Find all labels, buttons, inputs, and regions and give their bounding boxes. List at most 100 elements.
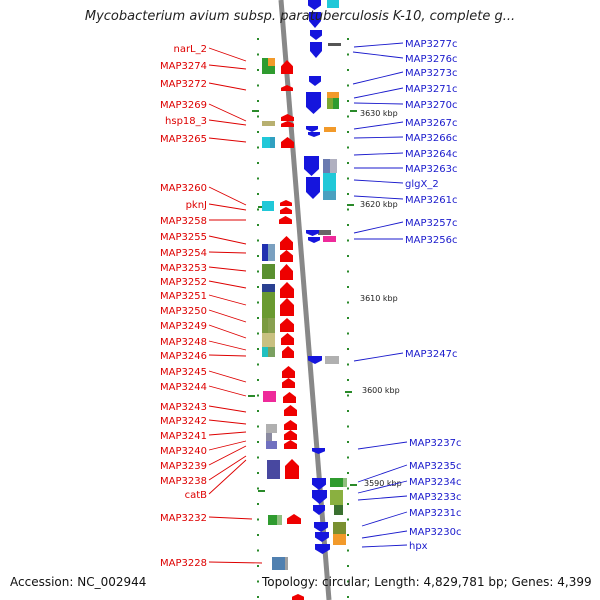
forward-gene-arrow: [282, 378, 295, 388]
track-dot: [257, 84, 259, 87]
gene-label-right: MAP3276c: [405, 54, 457, 65]
track-dot: [347, 317, 349, 319]
feature-box: [285, 557, 288, 570]
track-dot: [257, 410, 259, 412]
left-leader-line: [208, 516, 253, 520]
left-leader-line: [208, 137, 247, 143]
feature-box: [263, 391, 276, 402]
track-tick: [248, 395, 255, 397]
reverse-gene-arrow: [315, 532, 329, 542]
forward-gene-arrow: [280, 250, 293, 262]
track-dot: [347, 193, 349, 195]
feature-box: [266, 441, 277, 449]
track-dot: [347, 208, 349, 211]
feature-box: [324, 127, 336, 132]
reverse-gene-arrow: [315, 544, 330, 554]
track-tick: [345, 391, 352, 393]
track-dot: [257, 565, 259, 567]
track-dot: [257, 472, 259, 474]
gene-label-left: MAP3254: [160, 248, 207, 259]
accession-text: Accession: NC_002944: [10, 575, 147, 589]
track-dot: [257, 348, 259, 350]
feature-box: [323, 191, 336, 200]
track-dot: [347, 100, 349, 102]
feature-box: [272, 557, 285, 570]
feature-box: [267, 460, 280, 479]
forward-gene-arrow: [280, 207, 292, 214]
gene-label-right: MAP3263c: [405, 164, 457, 175]
forward-gene-arrow: [280, 200, 292, 206]
reverse-gene-arrow: [309, 12, 321, 28]
left-leader-line: [208, 103, 247, 122]
feature-box: [268, 515, 277, 525]
gene-label-right: MAP3264c: [405, 149, 457, 160]
feature-box: [328, 43, 341, 46]
forward-gene-arrow: [282, 346, 294, 358]
forward-gene-arrow: [280, 236, 293, 250]
gene-label-left: MAP3238: [160, 476, 207, 487]
left-leader-line: [208, 280, 247, 289]
forward-gene-arrow: [280, 298, 294, 316]
gene-label-left: MAP3248: [160, 337, 207, 348]
gene-label-left: MAP3253: [160, 263, 207, 274]
right-leader-line: [353, 136, 404, 139]
gene-label-left: MAP3252: [160, 277, 207, 288]
left-leader-line: [208, 82, 247, 91]
feature-box: [262, 244, 268, 261]
scale-label: 3590 kbp: [364, 479, 402, 488]
feature-box: [327, 92, 333, 109]
track-dot: [257, 177, 259, 180]
track-dot: [257, 146, 259, 149]
feature-box: [262, 58, 268, 74]
track-dot: [347, 472, 349, 474]
gene-label-left: MAP3240: [160, 446, 207, 457]
track-dot: [347, 332, 349, 335]
feature-box: [268, 244, 275, 261]
forward-gene-arrow: [280, 282, 294, 298]
feature-box: [334, 505, 343, 515]
feature-box: [333, 522, 346, 534]
track-dot: [257, 301, 259, 304]
right-leader-line: [352, 71, 404, 85]
gene-label-left: MAP3255: [160, 232, 207, 243]
track-dot: [257, 379, 259, 381]
left-leader-line: [208, 431, 247, 436]
left-leader-line: [208, 370, 247, 383]
track-tick: [347, 204, 354, 206]
genome-backbone: [278, 0, 332, 600]
left-leader-line: [208, 251, 247, 254]
track-tick: [258, 206, 265, 208]
track-dot: [257, 38, 259, 40]
gene-label-left: narL_2: [173, 44, 207, 55]
track-dot: [347, 596, 349, 598]
gene-label-left: MAP3260: [160, 183, 207, 194]
forward-gene-arrow: [281, 121, 294, 127]
track-dot: [347, 84, 349, 87]
gene-label-left: catB: [185, 490, 208, 501]
track-dot: [347, 487, 349, 490]
feature-box: [323, 236, 336, 242]
scale-label: 3620 kbp: [360, 200, 398, 209]
feature-box: [262, 137, 274, 148]
track-dot: [257, 193, 259, 195]
right-leader-line: [353, 195, 404, 200]
feature-box: [262, 333, 275, 347]
track-dot: [347, 69, 349, 71]
label-leader-lines: [208, 42, 408, 564]
feature-box: [262, 121, 275, 126]
track-dot: [347, 410, 349, 412]
gene-label-right: MAP3261c: [405, 195, 457, 206]
feature-box: [266, 433, 272, 441]
forward-gene-arrow: [281, 333, 294, 345]
track-dot: [347, 363, 349, 366]
reverse-gene-arrow: [312, 490, 327, 504]
feature-box: [262, 264, 275, 279]
track-dot: [257, 518, 259, 521]
gene-label-left: MAP3269: [160, 100, 207, 111]
forward-gene-arrow: [281, 114, 294, 121]
gene-label-left: MAP3251: [160, 291, 207, 302]
reverse-gene-arrow: [313, 505, 325, 515]
track-tick: [252, 110, 259, 112]
